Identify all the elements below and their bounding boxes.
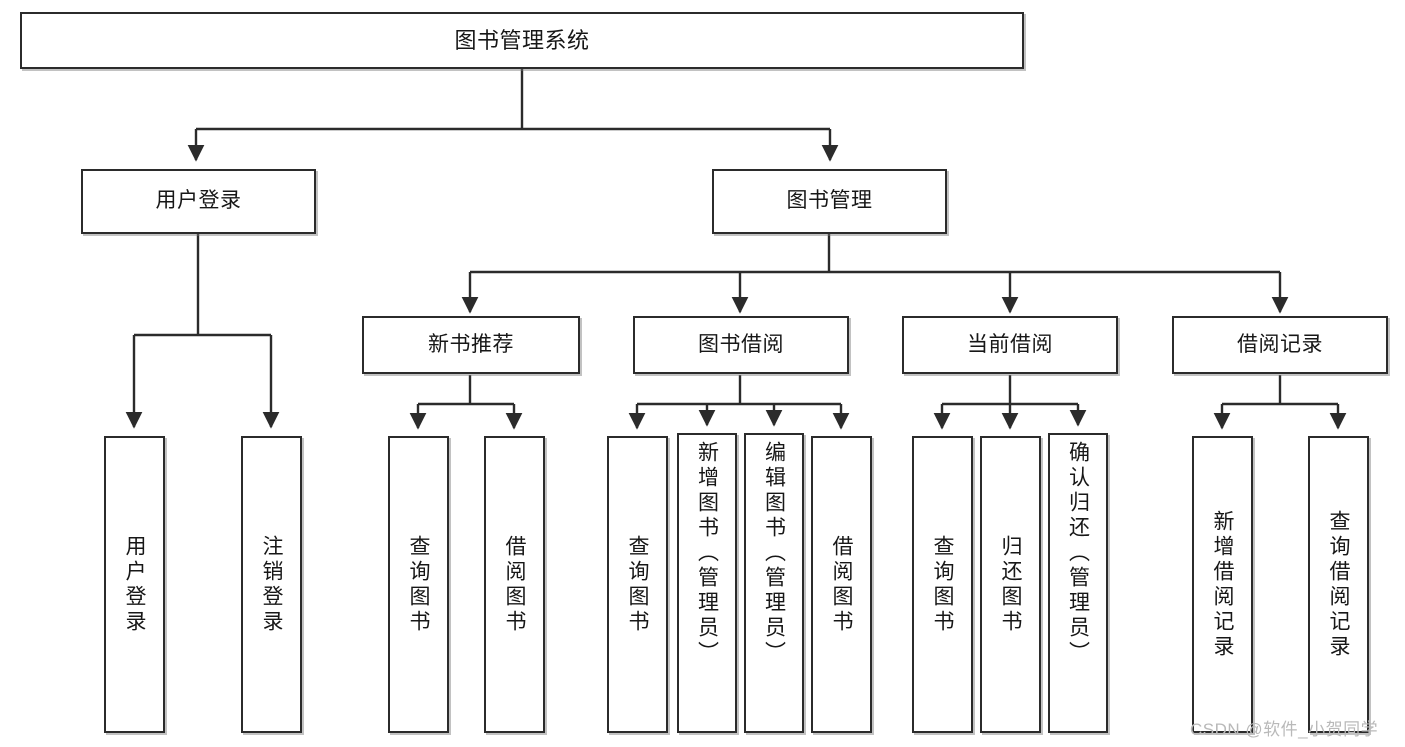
- node-root-system[interactable]: 图书管理系统: [20, 12, 1024, 69]
- leaf-book-borrow-add-book[interactable]: 新增图书（管理员）: [677, 433, 737, 733]
- node-book-management-label: 图书管理: [786, 189, 873, 213]
- node-current-borrow[interactable]: 当前借阅: [902, 316, 1118, 374]
- node-user-login[interactable]: 用户登录: [81, 169, 316, 234]
- node-current-borrow-label: 当前借阅: [967, 332, 1053, 356]
- node-root-system-label: 图书管理系统: [454, 27, 590, 53]
- leaf-user-login-signout[interactable]: 注销登录: [241, 436, 302, 733]
- leaf-book-borrow-query-book[interactable]: 查询图书: [607, 436, 668, 733]
- leaf-current-borrow-confirm-return[interactable]: 确认归还（管理员）: [1048, 433, 1108, 733]
- leaf-current-borrow-query-book[interactable]: 查询图书: [912, 436, 973, 733]
- leaf-book-borrow-borrow-book-label: 借阅图书: [830, 534, 853, 635]
- leaf-new-book-query-book[interactable]: 查询图书: [388, 436, 449, 733]
- node-new-book-recommend[interactable]: 新书推荐: [362, 316, 580, 374]
- node-book-borrow-label: 图书借阅: [698, 332, 784, 356]
- leaf-user-login-signout-label: 注销登录: [260, 534, 283, 635]
- leaf-current-borrow-confirm-return-label: 确认归还（管理员）: [1066, 441, 1090, 666]
- node-borrow-record[interactable]: 借阅记录: [1172, 316, 1388, 374]
- node-book-management[interactable]: 图书管理: [712, 169, 947, 234]
- node-new-book-recommend-label: 新书推荐: [428, 332, 514, 356]
- leaf-borrow-record-add-record-label: 新增借阅记录: [1211, 509, 1234, 660]
- csdn-watermark: CSDN @软件_小贺同学: [1190, 720, 1379, 739]
- leaf-current-borrow-return-book[interactable]: 归还图书: [980, 436, 1041, 733]
- leaf-book-borrow-add-book-label: 新增图书（管理员）: [695, 441, 719, 666]
- leaf-user-login-signin[interactable]: 用户登录: [104, 436, 165, 733]
- node-book-borrow[interactable]: 图书借阅: [633, 316, 849, 374]
- leaf-current-borrow-return-book-label: 归还图书: [999, 534, 1022, 635]
- leaf-new-book-query-book-label: 查询图书: [407, 534, 430, 635]
- leaf-new-book-borrow-book[interactable]: 借阅图书: [484, 436, 545, 733]
- leaf-borrow-record-query-record[interactable]: 查询借阅记录: [1308, 436, 1369, 733]
- leaf-book-borrow-edit-book[interactable]: 编辑图书（管理员）: [744, 433, 804, 733]
- leaf-book-borrow-edit-book-label: 编辑图书（管理员）: [762, 441, 786, 666]
- leaf-book-borrow-query-book-label: 查询图书: [626, 534, 649, 635]
- leaf-borrow-record-query-record-label: 查询借阅记录: [1327, 509, 1350, 660]
- leaf-current-borrow-query-book-label: 查询图书: [931, 534, 954, 635]
- leaf-book-borrow-borrow-book[interactable]: 借阅图书: [811, 436, 872, 733]
- leaf-borrow-record-add-record[interactable]: 新增借阅记录: [1192, 436, 1253, 733]
- leaf-new-book-borrow-book-label: 借阅图书: [503, 534, 526, 635]
- node-borrow-record-label: 借阅记录: [1237, 332, 1323, 356]
- node-user-login-label: 用户登录: [155, 189, 242, 213]
- leaf-user-login-signin-label: 用户登录: [123, 534, 146, 635]
